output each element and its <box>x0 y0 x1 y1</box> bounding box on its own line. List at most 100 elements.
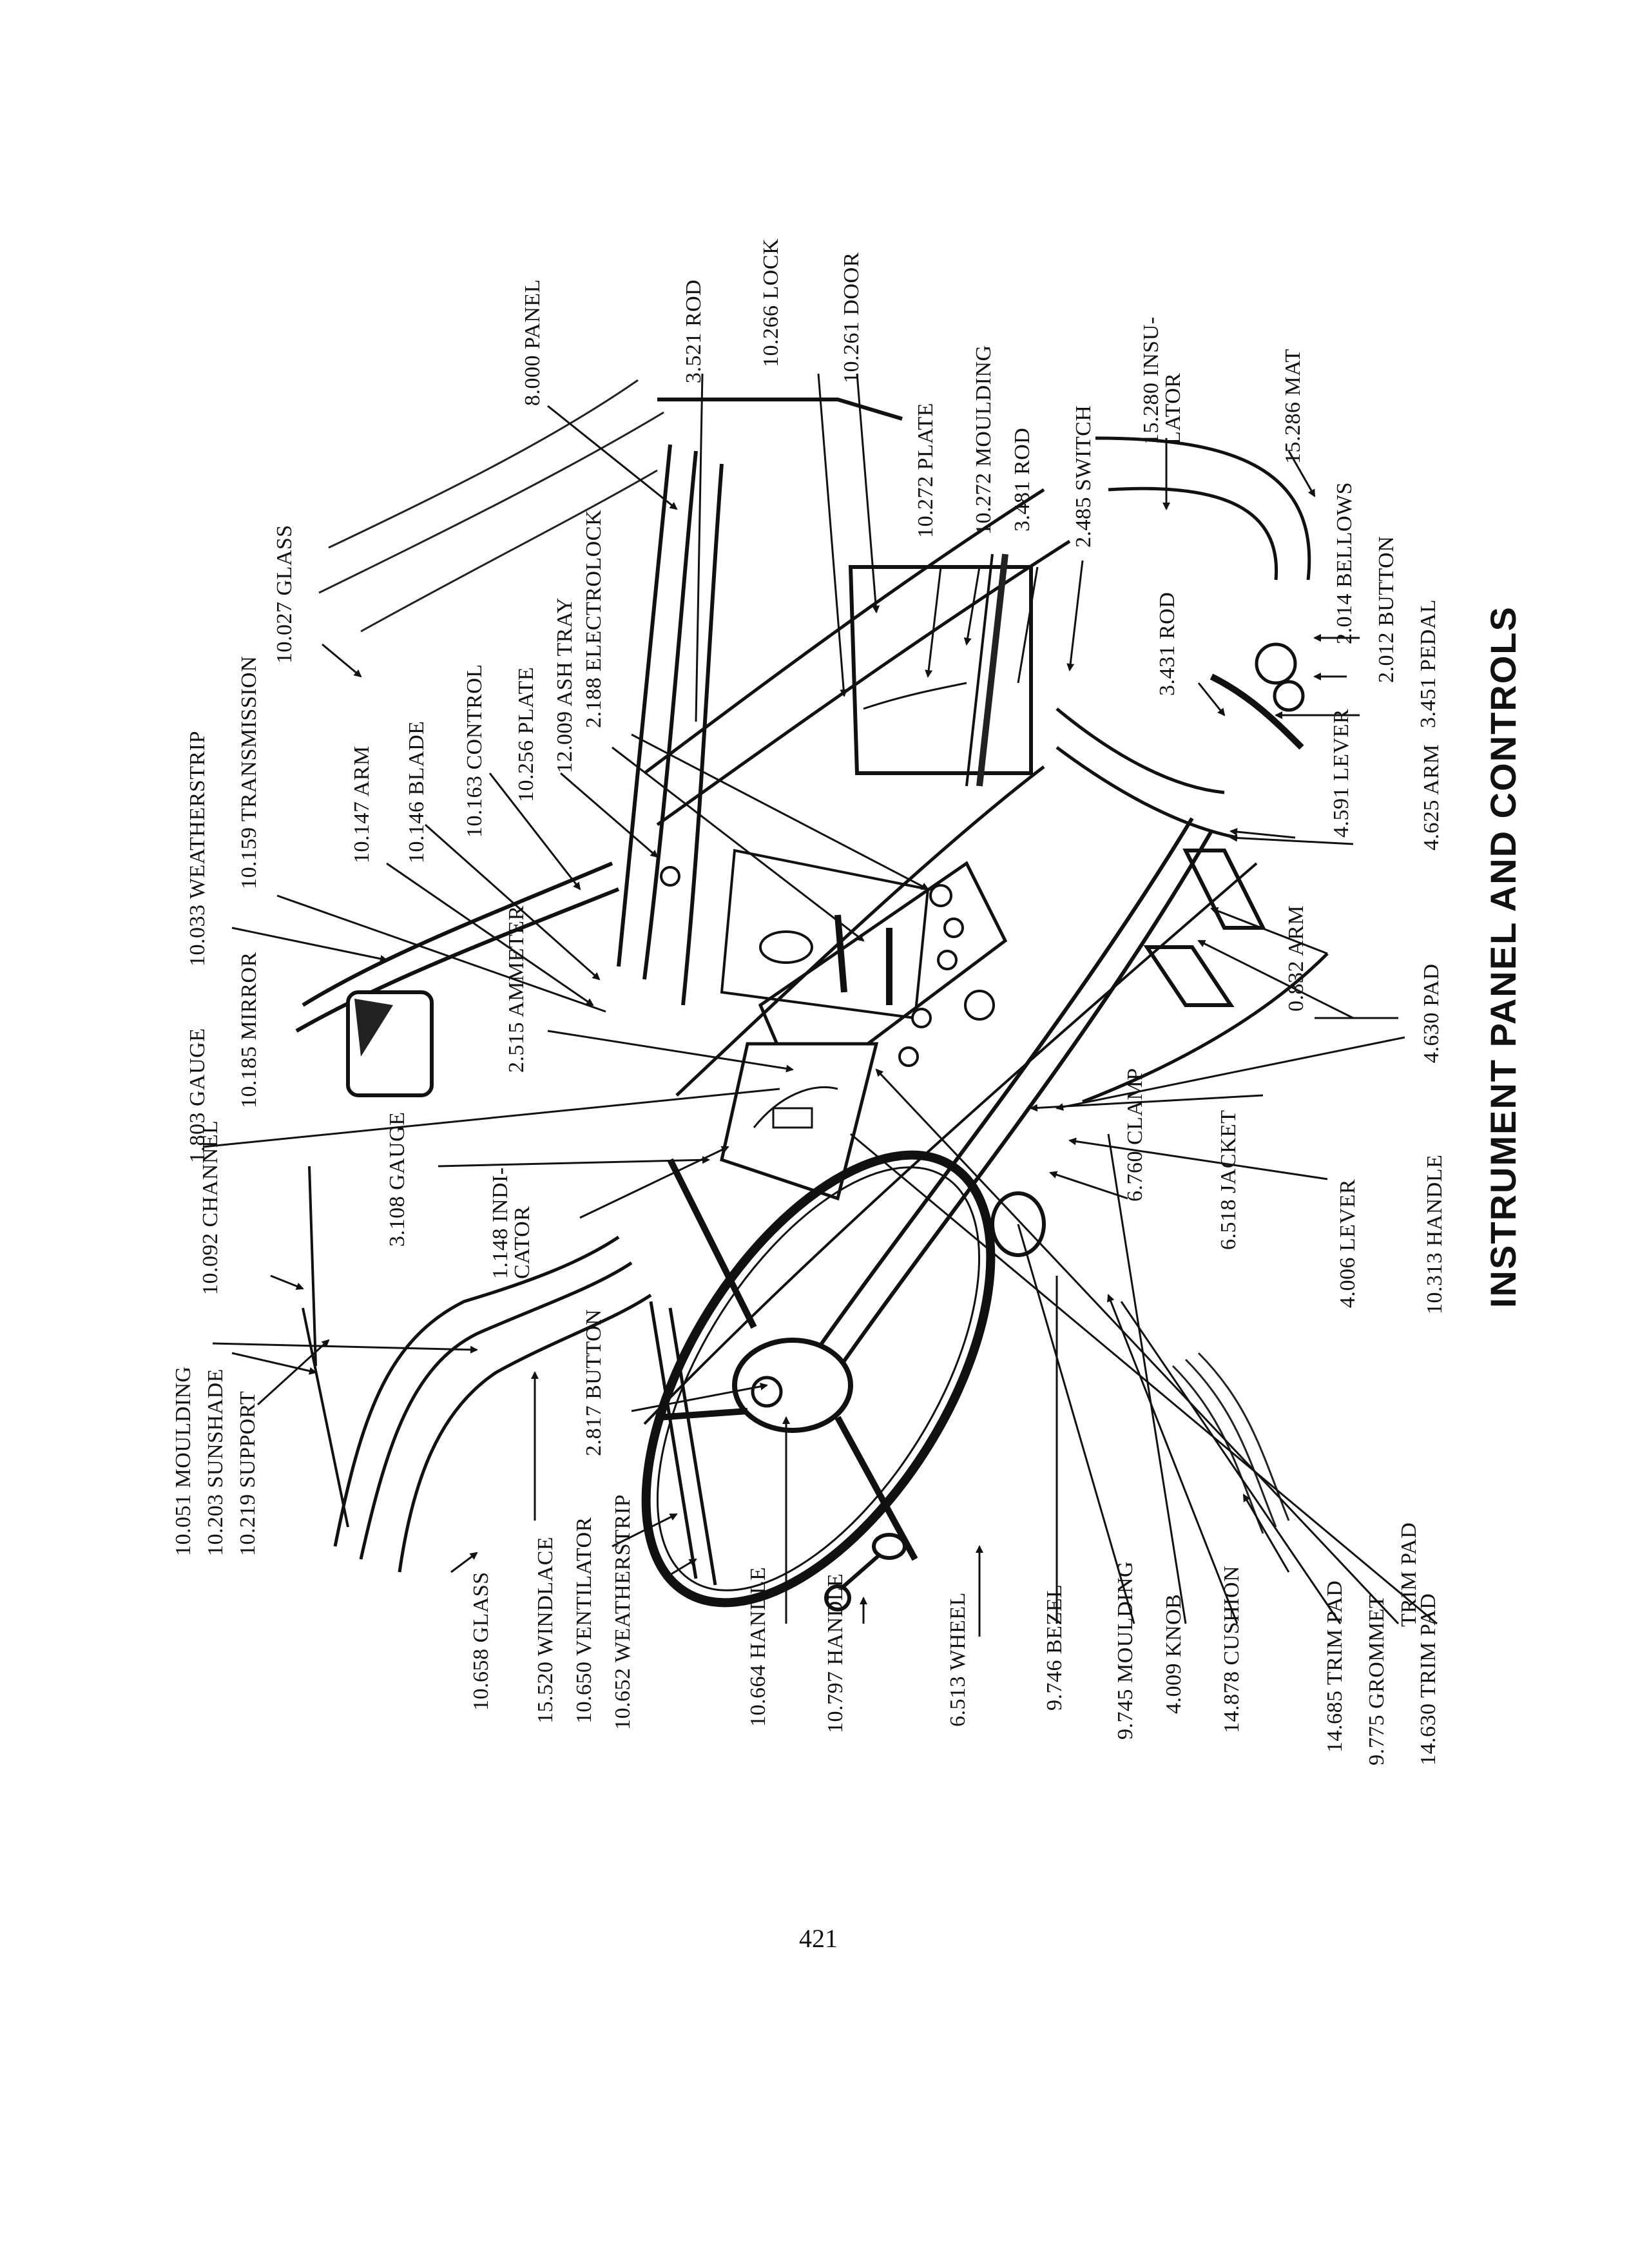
part-number: 10.658 <box>469 1642 493 1711</box>
part-number: 3.451 <box>1416 671 1440 728</box>
part-number: 4.591 <box>1329 781 1353 838</box>
callout-glass: 10.027 GLASS <box>273 524 296 664</box>
callout-cushion: 14.878 CUSHION <box>1220 1566 1244 1733</box>
part-number: 10.027 <box>273 595 296 664</box>
part-name: ARM <box>1284 905 1308 956</box>
part-number: 10.219 <box>236 1488 260 1557</box>
part-number: 15.520 <box>534 1656 557 1724</box>
part-number: 4.009 <box>1162 1657 1186 1714</box>
callout-switch: 2.485 SWITCH <box>1072 405 1095 548</box>
steering-wheel <box>641 1150 996 1608</box>
part-name: CLAMP <box>1123 1068 1147 1145</box>
callout-wheel: 6.513 WHEEL <box>946 1592 970 1727</box>
part-name: SWITCH <box>1072 405 1095 491</box>
part-number: 9.746 <box>1043 1654 1066 1711</box>
part-name-continued: LATOR <box>1161 372 1185 445</box>
part-number: 3.481 <box>1010 475 1034 532</box>
part-name: TRIM PAD <box>1323 1580 1347 1686</box>
part-name: KNOB <box>1162 1593 1186 1657</box>
callout-indi: 1.148 INDI-CATOR <box>488 1167 534 1279</box>
callout-lever: 4.591 LEVER <box>1329 709 1353 838</box>
callout-rod: 3.431 ROD <box>1155 591 1179 696</box>
part-name: PAD <box>1420 963 1443 1006</box>
part-name: JACKET <box>1217 1110 1240 1193</box>
part-name: SUNSHADE <box>204 1369 227 1488</box>
part-name: BEZEL <box>1043 1584 1066 1654</box>
part-number: 10.266 <box>759 299 783 368</box>
callout-handle: 10.664 HANDLE <box>746 1567 770 1727</box>
callout-handle: 10.313 HANDLE <box>1423 1155 1447 1314</box>
part-number: 6.518 <box>1217 1193 1240 1250</box>
part-number: 8.000 <box>521 349 545 406</box>
part-name: INDI- <box>488 1167 512 1222</box>
part-number: 10.261 <box>840 315 863 384</box>
callout-trim-pad: TRIM PAD <box>1397 1523 1421 1627</box>
mirror-shape <box>346 990 434 1097</box>
part-name: ROD <box>1010 427 1034 475</box>
callout-blade: 10.146 BLADE <box>405 720 429 863</box>
callout-pedal: 3.451 PEDAL <box>1416 599 1440 728</box>
part-number: 0.832 <box>1284 956 1308 1012</box>
part-number: 10.797 <box>824 1665 847 1734</box>
callout-arm: 0.832 ARM <box>1284 905 1308 1012</box>
part-number: 2.485 <box>1072 491 1095 548</box>
part-number: 10.256 <box>514 734 538 803</box>
part-number: 6.760 <box>1123 1145 1147 1202</box>
callout-handle: 10.797 HANDLE <box>824 1573 847 1734</box>
part-number: 10.652 <box>611 1662 635 1731</box>
part-name: TRANSMISSION <box>237 655 261 822</box>
part-name: WINDLACE <box>534 1536 557 1657</box>
part-name: WEATHERSTRIP <box>611 1494 635 1663</box>
callout-button: 2.012 BUTTON <box>1374 536 1398 683</box>
callout-grommet: 9.775 GROMMET <box>1365 1594 1389 1765</box>
part-number: 10.147 <box>350 796 374 864</box>
part-name: ARM <box>1420 744 1443 795</box>
callout-bezel: 9.746 BEZEL <box>1043 1584 1066 1711</box>
callout-moulding: 9.745 MOULDING <box>1113 1561 1137 1740</box>
part-number: 4.630 <box>1420 1006 1443 1063</box>
callout-mirror: 10.185 MIRROR <box>237 952 261 1108</box>
part-number: 2.188 <box>582 671 606 728</box>
callout-glass: 10.658 GLASS <box>469 1571 493 1711</box>
part-number: 15.280 <box>1139 376 1163 445</box>
callout-sunshade: 10.203 SUNSHADE <box>204 1369 227 1556</box>
part-name-continued: CATOR <box>510 1206 534 1279</box>
floor-and-pedals <box>1055 436 1329 1104</box>
part-name: GROMMET <box>1365 1594 1389 1709</box>
part-number: 15.286 <box>1281 396 1305 465</box>
part-name: LOCK <box>759 238 783 300</box>
part-name: MAT <box>1281 349 1305 396</box>
part-number: 10.272 <box>914 470 938 539</box>
part-name: BLADE <box>405 720 429 796</box>
callout-moulding: 10.272 MOULDING <box>972 345 996 535</box>
part-number: 10.092 <box>198 1227 222 1296</box>
part-name: AMMETER <box>505 905 528 1017</box>
callout-door: 10.261 DOOR <box>840 252 863 384</box>
part-number: 9.745 <box>1113 1683 1137 1740</box>
callout-lever: 4.006 LEVER <box>1336 1179 1360 1308</box>
part-number: 2.014 <box>1333 588 1356 644</box>
dashboard-knobs <box>660 866 995 1067</box>
part-name: WHEEL <box>946 1592 970 1671</box>
windshield-glass-lines <box>318 379 664 633</box>
callout-moulding: 10.051 MOULDING <box>171 1366 195 1556</box>
part-name: BELLOWS <box>1333 481 1356 588</box>
callout-ammeter: 2.515 AMMETER <box>505 905 528 1073</box>
part-name: MIRROR <box>237 952 261 1041</box>
part-number: 1.148 <box>488 1222 512 1279</box>
part-number: 4.625 <box>1420 794 1443 850</box>
callout-button: 2.817 BUTTON <box>582 1309 606 1456</box>
part-number: 3.108 <box>385 1190 409 1247</box>
seat-cushion-lines <box>1171 1352 1290 1534</box>
callout-trim-pad: 14.685 TRIM PAD <box>1323 1580 1347 1753</box>
part-number: 3.521 <box>682 327 706 383</box>
callout-plate: 10.272 PLATE <box>914 403 938 539</box>
part-name: ROD <box>1155 591 1179 639</box>
callout-clamp: 6.760 CLAMP <box>1123 1068 1147 1202</box>
callout-transmission: 10.159 TRANSMISSION <box>237 655 261 890</box>
callout-ventilator: 10.650 VENTILATOR <box>572 1517 596 1724</box>
part-name: DOOR <box>840 252 863 316</box>
part-number: 10.159 <box>237 822 261 890</box>
part-number: 10.664 <box>746 1658 770 1727</box>
